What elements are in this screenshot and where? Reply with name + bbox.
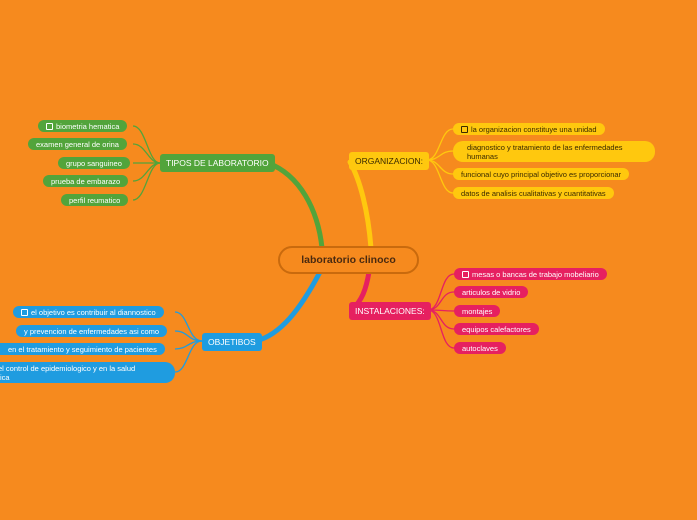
central-topic[interactable]: laboratorio clinoco bbox=[278, 246, 419, 274]
topic-perfil-reumatico[interactable]: perfil reumatico bbox=[61, 194, 129, 206]
topic-diagnostico-tratamiento[interactable]: diagnostico y tratamiento de las enferme… bbox=[453, 141, 655, 162]
branch-tipos-de-laboratorio[interactable]: TIPOS DE LABORATORIO bbox=[160, 154, 275, 172]
branch-instalaciones[interactable]: INSTALACIONES: bbox=[349, 302, 431, 320]
topic-montajes[interactable]: montajes bbox=[454, 305, 501, 317]
checkbox-icon[interactable] bbox=[46, 122, 53, 130]
checkbox-icon[interactable] bbox=[462, 270, 469, 278]
topic-organizacion-unidad[interactable]: la organizacion constituye una unidad bbox=[453, 123, 605, 135]
branch-organizacion[interactable]: ORGANIZACION: bbox=[349, 152, 430, 170]
branch-objetibos[interactable]: OBJETIBOS bbox=[202, 333, 262, 351]
checkbox-icon[interactable] bbox=[461, 125, 468, 133]
topic-autoclaves[interactable]: autoclaves bbox=[454, 342, 506, 354]
topic-control-epidemiologico[interactable]: el control de epidemiologico y en la sal… bbox=[0, 362, 175, 383]
topic-label: mesas o bancas de trabajo mobeliario bbox=[472, 269, 599, 279]
topic-biometria-hematica[interactable]: biometria hematica bbox=[38, 120, 128, 132]
topic-datos-de-analisis[interactable]: datos de analisis cualitativas y cuantit… bbox=[453, 187, 614, 199]
topic-label: biometria hematica bbox=[56, 121, 120, 131]
topic-prevencion[interactable]: y prevencion de enfermedades asi como bbox=[16, 325, 168, 337]
topic-label: la organizacion constituye una unidad bbox=[471, 124, 597, 134]
topic-equipos-calefactores[interactable]: equipos calefactores bbox=[454, 323, 539, 335]
topic-label: el objetivo es contribuir al diannostico bbox=[31, 307, 156, 317]
topic-objetivo-contribuir[interactable]: el objetivo es contribuir al diannostico bbox=[13, 306, 164, 318]
topic-examen-general-de-orina[interactable]: examen general de orina bbox=[28, 138, 127, 150]
topic-articulos-de-vidrio[interactable]: articulos de vidrio bbox=[454, 286, 529, 298]
checkbox-icon[interactable] bbox=[21, 308, 28, 316]
topic-tratamiento-seguimiento[interactable]: en el tratamiento y seguimiento de pacie… bbox=[0, 343, 165, 355]
topic-mesas-o-bancas[interactable]: mesas o bancas de trabajo mobeliario bbox=[454, 268, 607, 280]
topic-grupo-sanguineo[interactable]: grupo sanguineo bbox=[58, 157, 130, 169]
topic-funcional-objetivo[interactable]: funcional cuyo principal objetivo es pro… bbox=[453, 168, 630, 180]
topic-prueba-de-embarazo[interactable]: prueba de embarazo bbox=[43, 175, 129, 187]
